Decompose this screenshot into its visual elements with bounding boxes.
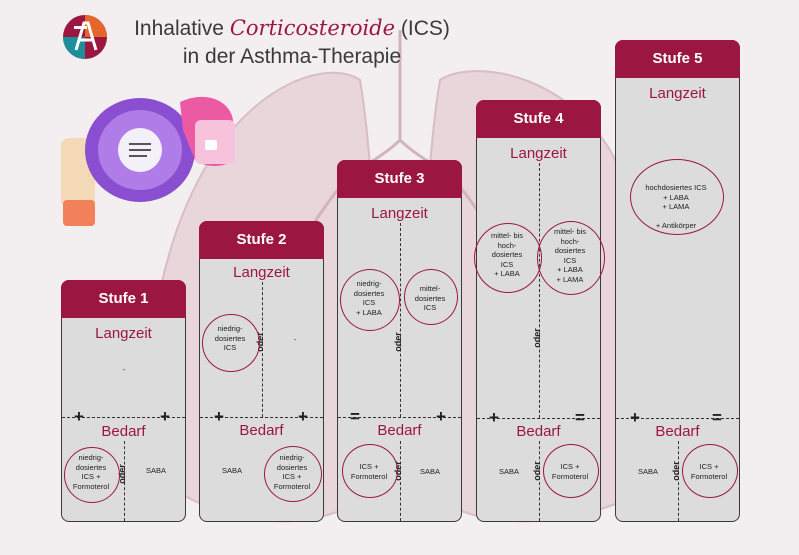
stage-4-equals-right: = — [575, 408, 585, 427]
stage-2-demand-right: niedrig- dosiertes ICS + Formoterol — [273, 453, 311, 491]
stage-4-long-or-line — [539, 163, 540, 418]
stage-1-or-line — [124, 441, 125, 521]
stage-2-long-or-line — [262, 282, 263, 417]
stage-2-demand-circle — [264, 446, 322, 502]
stage-3-long-left: niedrig- dosiertes ICS + LABA — [353, 279, 385, 317]
stage-2: Stufe 2 Langzeit oder niedrig- dosiertes… — [199, 221, 324, 522]
stage-4-divider — [477, 418, 600, 419]
stage-5-plus-left: + — [630, 408, 640, 427]
stage-4-demand-right: ICS + Formoterol — [551, 462, 589, 481]
stage-3-demand-circle — [342, 444, 398, 498]
stage-5-demand-circle — [682, 444, 738, 498]
title-prefix: Inhalative — [134, 17, 230, 40]
stage-5-demand-or-label: oder — [670, 461, 681, 481]
stage-5-header: Stufe 5 — [615, 40, 740, 78]
stage-5-long-circle — [630, 159, 724, 235]
stage-2-long-right: - — [293, 335, 297, 344]
stage-5: Stufe 5 Langzeit hochdosiertes ICS + LAB… — [615, 40, 740, 522]
stage-2-long-term-label: Langzeit — [233, 264, 290, 281]
stage-3: Stufe 3 Langzeit oder niedrig- dosiertes… — [337, 160, 462, 522]
stage-1-long-left: - — [122, 365, 126, 374]
stage-3-demand-right: SABA — [419, 467, 440, 476]
stage-1-demand-right: SABA — [145, 466, 166, 475]
stage-4-long-term-label: Langzeit — [510, 145, 567, 162]
stage-4-plus-left: + — [489, 408, 499, 427]
stage-5-long-center: hochdosiertes ICS + LABA + LAMA + Antikö… — [645, 183, 707, 230]
stage-5-demand-left: SABA — [637, 467, 658, 476]
stage-3-long-or-label: oder — [392, 332, 403, 352]
stage-2-plus-right: + — [298, 407, 308, 426]
stage-2-demand-label: Bedarf — [239, 422, 284, 439]
stage-3-demand-label: Bedarf — [377, 422, 422, 439]
inhaler-illustration — [61, 96, 235, 226]
stage-1-header: Stufe 1 — [61, 280, 186, 318]
stage-4-demand-label: Bedarf — [516, 423, 561, 440]
stage-4-long-right: mittel- bis hoch- dosiertes ICS + LABA +… — [553, 227, 587, 284]
stage-5-divider — [616, 418, 739, 419]
stage-4-demand-or-label: oder — [531, 461, 542, 481]
stage-3-long-right-circle — [404, 269, 458, 325]
stage-3-plus-right: + — [436, 407, 446, 426]
page-subtitle: in der Asthma-Therapie — [182, 45, 402, 68]
stage-3-long-or-line — [400, 223, 401, 417]
stage-1-demand-left: niedrig- dosiertes ICS + Formoterol — [72, 453, 110, 491]
stage-3-long-term-label: Langzeit — [371, 205, 428, 222]
stage-3-long-left-circle — [340, 269, 400, 331]
title-suffix: (ICS) — [395, 17, 450, 40]
stage-4: Stufe 4 Langzeit oder mittel- bis hoch- … — [474, 100, 605, 522]
stage-4-long-or-label: oder — [531, 328, 542, 348]
stage-1-demand-label: Bedarf — [101, 423, 146, 440]
stage-5-demand-or-line — [678, 441, 679, 521]
stage-1: Stufe 1 Langzeit - + + Bedarf oder niedr… — [61, 280, 186, 522]
stage-2-long-left: niedrig- dosiertes ICS — [214, 324, 246, 352]
stage-3-demand-left: ICS + Formoterol — [350, 462, 388, 481]
stage-5-demand-right: ICS + Formoterol — [690, 462, 728, 481]
stage-2-long-circle — [202, 314, 260, 372]
stage-3-header: Stufe 3 — [337, 160, 462, 198]
stage-1-circle — [64, 447, 120, 503]
stage-2-divider — [200, 417, 323, 418]
stage-4-long-right-circle — [537, 221, 605, 295]
stage-1-divider — [62, 417, 185, 418]
stage-3-equals-left: = — [350, 407, 360, 426]
logo-icon — [63, 15, 107, 59]
stage-4-long-left: mittel- bis hoch- dosiertes ICS + LABA — [490, 231, 524, 278]
title-highlight: Corticosteroide — [229, 16, 396, 40]
stage-5-demand-label: Bedarf — [655, 423, 700, 440]
stage-1-long-term-label: Langzeit — [95, 325, 152, 342]
stage-4-demand-circle — [543, 444, 599, 498]
stage-3-long-right: mittel- dosiertes ICS — [414, 284, 446, 312]
stage-5-equals-right: = — [712, 408, 722, 427]
stage-5-long-term-label: Langzeit — [649, 85, 706, 102]
stage-1-plus-right: + — [160, 407, 170, 426]
stage-2-header: Stufe 2 — [199, 221, 324, 259]
stage-1-plus-left: + — [74, 407, 84, 426]
stage-4-header: Stufe 4 — [476, 100, 601, 138]
stage-3-divider — [338, 417, 461, 418]
stage-3-demand-or-line — [400, 441, 401, 521]
stage-4-demand-left: SABA — [498, 467, 519, 476]
stage-4-demand-or-line — [539, 441, 540, 521]
page-title: Inhalative Corticosteroide (ICS) in der … — [122, 14, 462, 71]
stage-2-plus-left: + — [214, 407, 224, 426]
stage-2-demand-left: SABA — [221, 466, 242, 475]
